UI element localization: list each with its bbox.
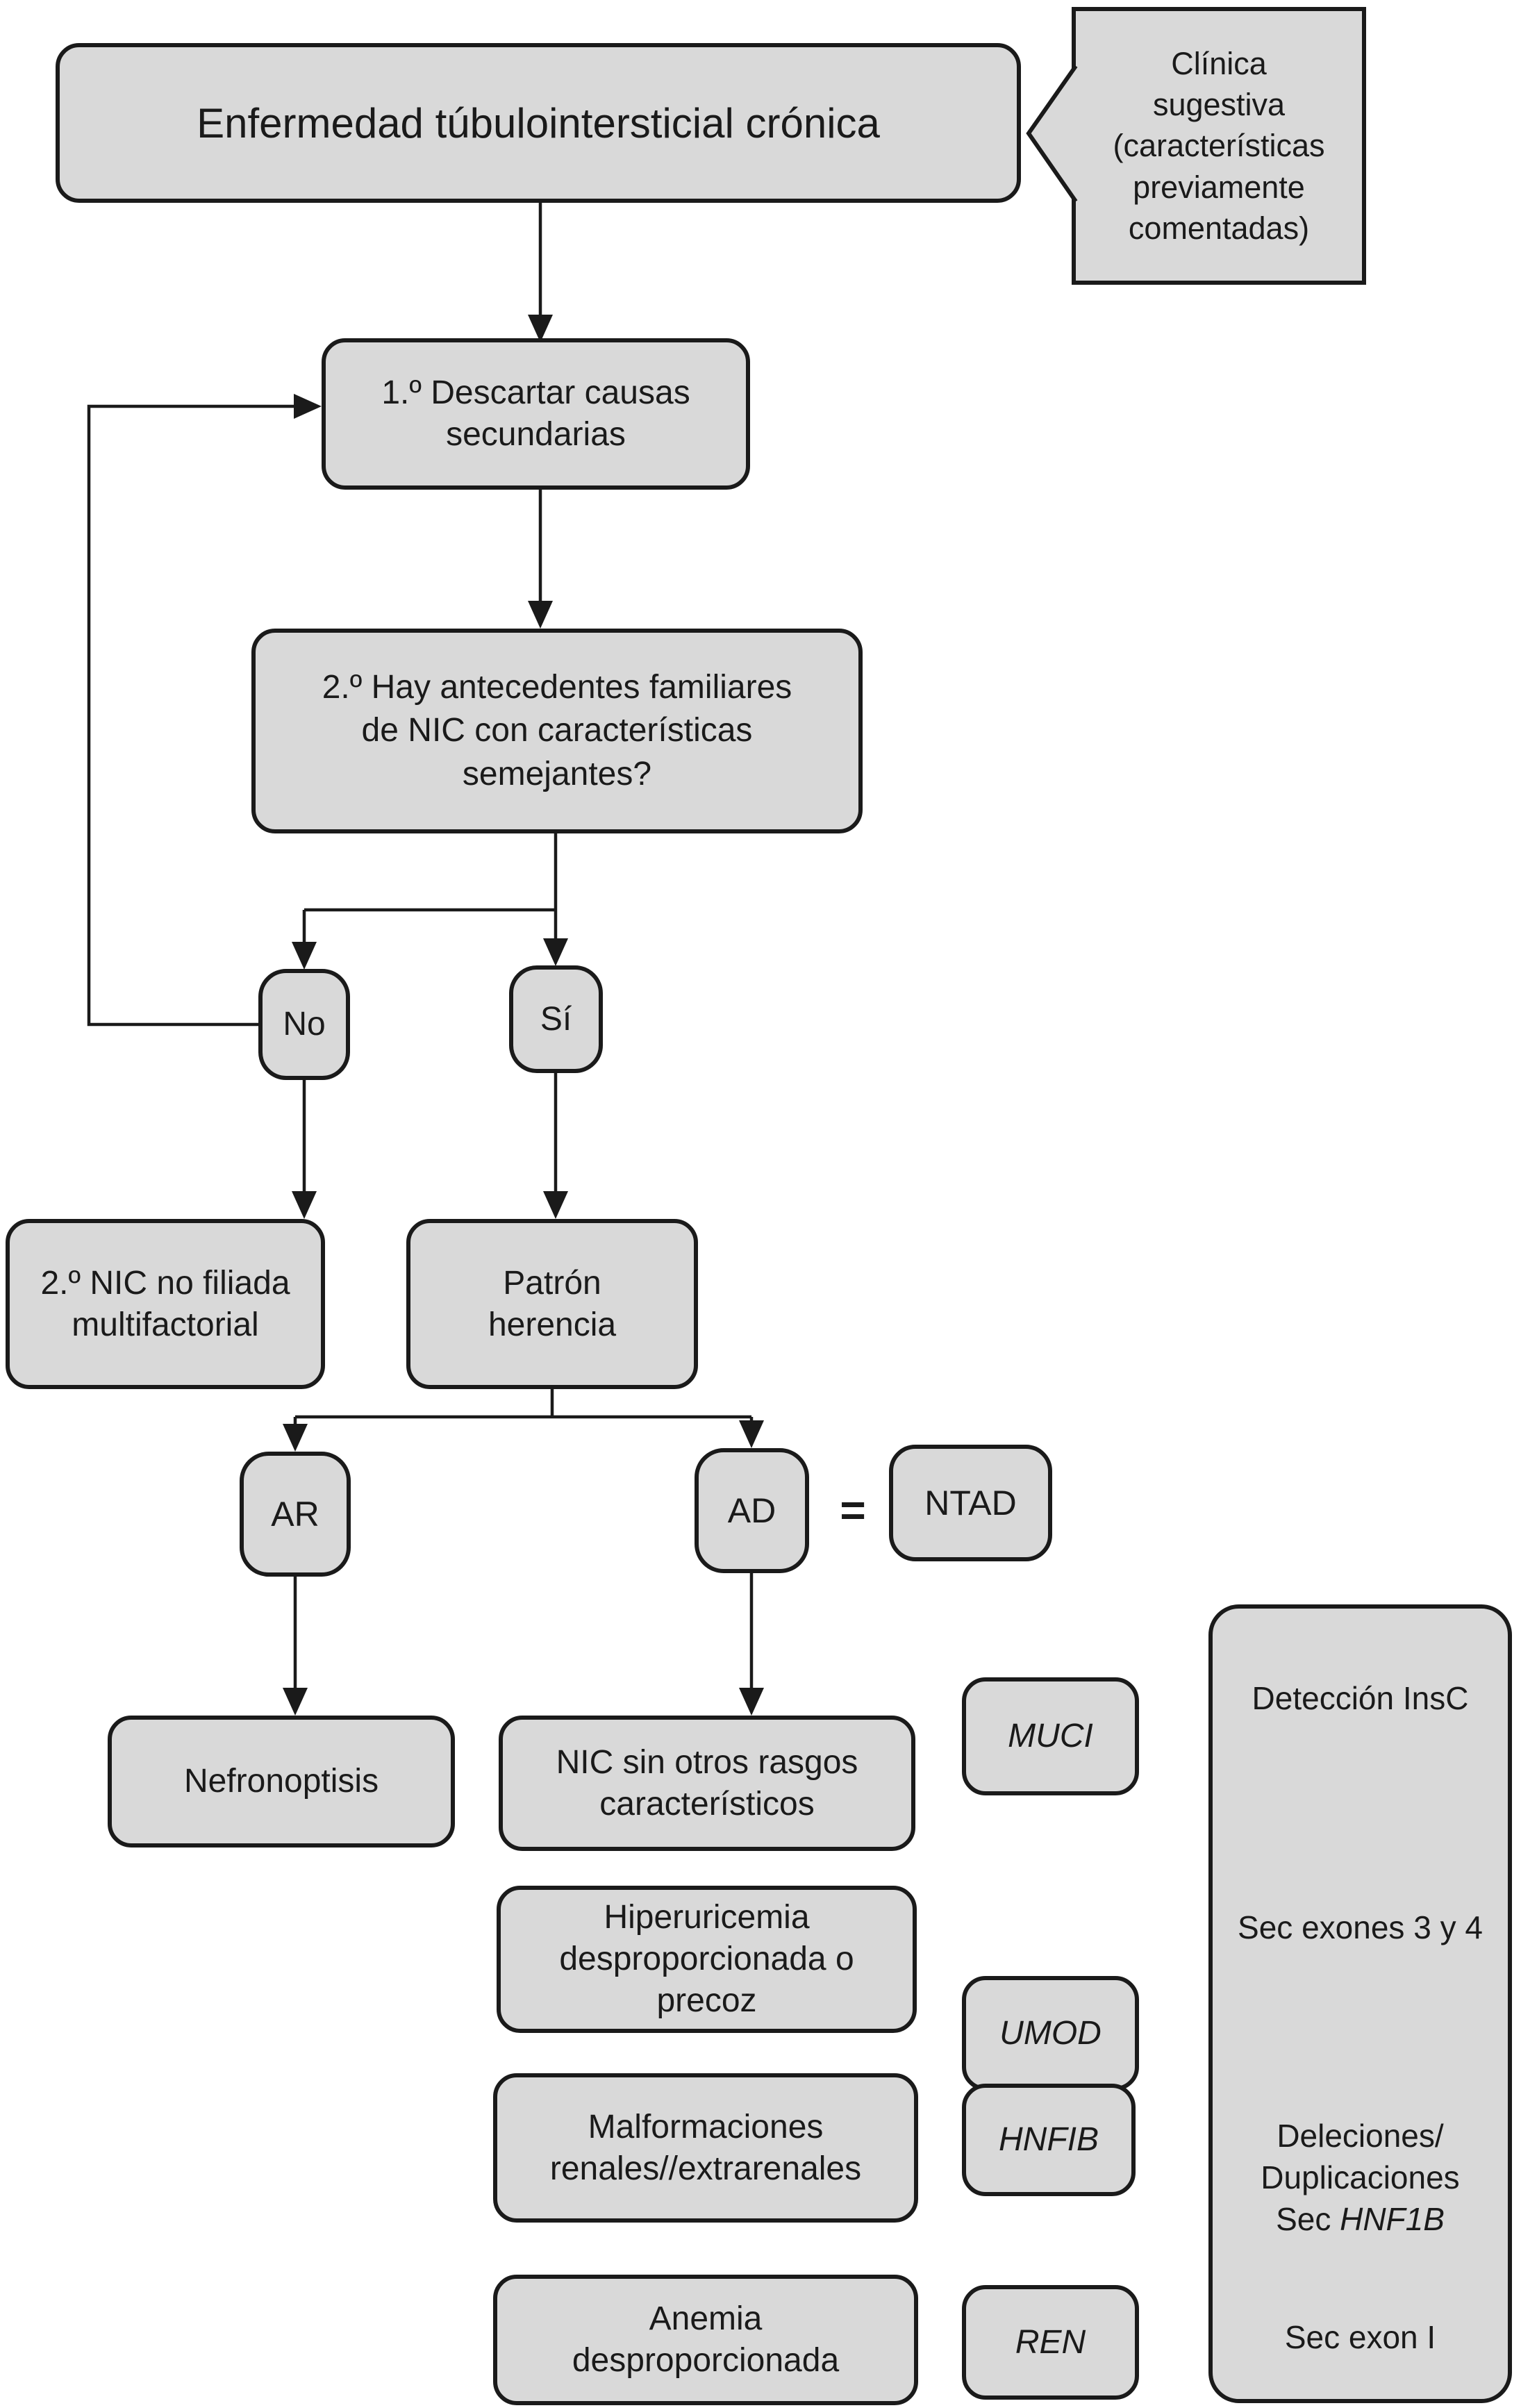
umod-gene-box: UMOD <box>962 1976 1139 2091</box>
muci-gene-box: MUCI <box>962 1677 1139 1795</box>
title-box: Enfermedad túbulointersticial crónica <box>56 43 1021 203</box>
sec-prefix: Sec <box>1276 2200 1331 2237</box>
arrow-no-to-nic-unfiliated <box>292 1080 317 1219</box>
arrow-step1-to-step2 <box>528 490 553 629</box>
ntad-box: NTAD <box>889 1445 1052 1561</box>
equals-sign: = <box>840 1485 866 1535</box>
detection-insc-label: Detección InsC <box>1252 1680 1469 1717</box>
inheritance-box: Patrón herencia <box>406 1219 698 1389</box>
ad-box: AD <box>695 1448 809 1573</box>
anemia-box: Anemia desproporcionada <box>493 2275 918 2405</box>
tests-panel: Detección InsC Sec exones 3 y 4 Delecion… <box>1208 1604 1512 2403</box>
ren-gene-box: REN <box>962 2285 1139 2400</box>
nic-unfiliated-box: 2.º NIC no filiada multifactorial <box>6 1219 325 1389</box>
arrow-inheritance-split <box>283 1389 764 1452</box>
nic-no-features-box: NIC sin otros rasgos característicos <box>499 1716 915 1851</box>
deletions-lines: Deleciones/ Duplicaciones <box>1261 2118 1460 2196</box>
arrow-ad-to-nic-no-features <box>739 1573 764 1716</box>
deletions-label: Deleciones/ Duplicaciones Sec HNF1B <box>1213 2105 1508 2251</box>
step1-box: 1.º Descartar causas secundarias <box>322 338 750 490</box>
hnf1b-gene-text: HNF1B <box>1340 2200 1445 2237</box>
callout-box: Clínica sugestiva (características previ… <box>1072 7 1366 285</box>
sec-exons-label: Sec exones 3 y 4 <box>1238 1909 1483 1946</box>
nephronophthisis-box: Nefronoptisis <box>108 1716 455 1847</box>
no-box: No <box>258 969 350 1080</box>
hyperuricemia-box: Hiperuricemia desproporcionada o precoz <box>497 1886 917 2033</box>
yes-box: Sí <box>509 965 603 1073</box>
arrow-title-to-step1 <box>528 203 553 342</box>
sec-hnf1b-line: Sec HNF1B <box>1276 2199 1445 2241</box>
malformations-box: Malformaciones renales//extrarenales <box>493 2073 918 2223</box>
arrow-yes-to-inheritance <box>543 1073 568 1219</box>
step2-box: 2.º Hay antecedentes familiares de NIC c… <box>251 629 863 833</box>
arrow-step2-split <box>292 833 568 970</box>
arrow-no-feedback-to-step1 <box>87 394 322 1027</box>
sec-exon1-label: Sec exon I <box>1284 2319 1436 2356</box>
hnfib-gene-box: HNFIB <box>962 2084 1136 2196</box>
arrow-ar-to-nephronophthisis <box>283 1577 308 1716</box>
ar-box: AR <box>240 1452 351 1577</box>
